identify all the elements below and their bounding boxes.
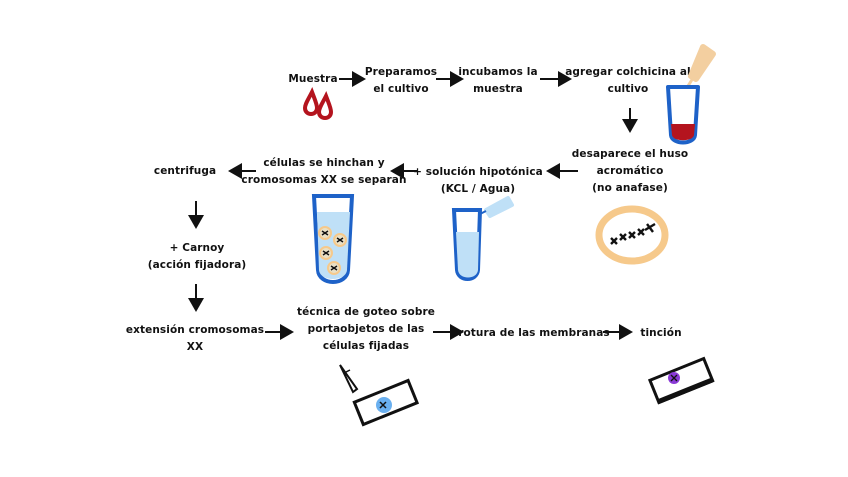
slide-icon: [647, 356, 715, 405]
label-incubamos: incubamos la muestra: [458, 66, 538, 95]
test-tube-icon: [666, 85, 700, 145]
label-huso: desaparece el huso acromático (no anafas…: [571, 148, 689, 194]
label-goteo: técnica de goteo sobre portaobjetos de l…: [297, 306, 435, 352]
label-preparamos: Preparamos el cultivo: [364, 66, 438, 95]
label-carnoy: + Carnoy (acción fijadora): [147, 242, 247, 271]
test-tube-icon: [311, 194, 355, 284]
cell-icon: [595, 205, 669, 265]
slide-icon: [339, 364, 420, 427]
label-extension: extensión cromosomas XX: [125, 324, 265, 353]
label-centrifuga: centrifuga: [153, 165, 217, 177]
test-tube-icon: [451, 208, 483, 281]
label-hinchan: células se hinchan y cromosomas XX se se…: [241, 157, 407, 186]
label-colchicina: agregar colchicina al cultivo: [565, 66, 691, 95]
blood-drop-icon: [302, 87, 334, 121]
label-hipotonica: + solución hipotónica (KCL / Agua): [413, 166, 543, 195]
label-muestra: Muestra: [288, 73, 338, 85]
label-tincion: tinción: [640, 327, 682, 339]
label-rotura: rotura de las membranas: [458, 327, 610, 339]
pipette-icon: [686, 44, 716, 87]
dropper-icon: [479, 196, 514, 218]
